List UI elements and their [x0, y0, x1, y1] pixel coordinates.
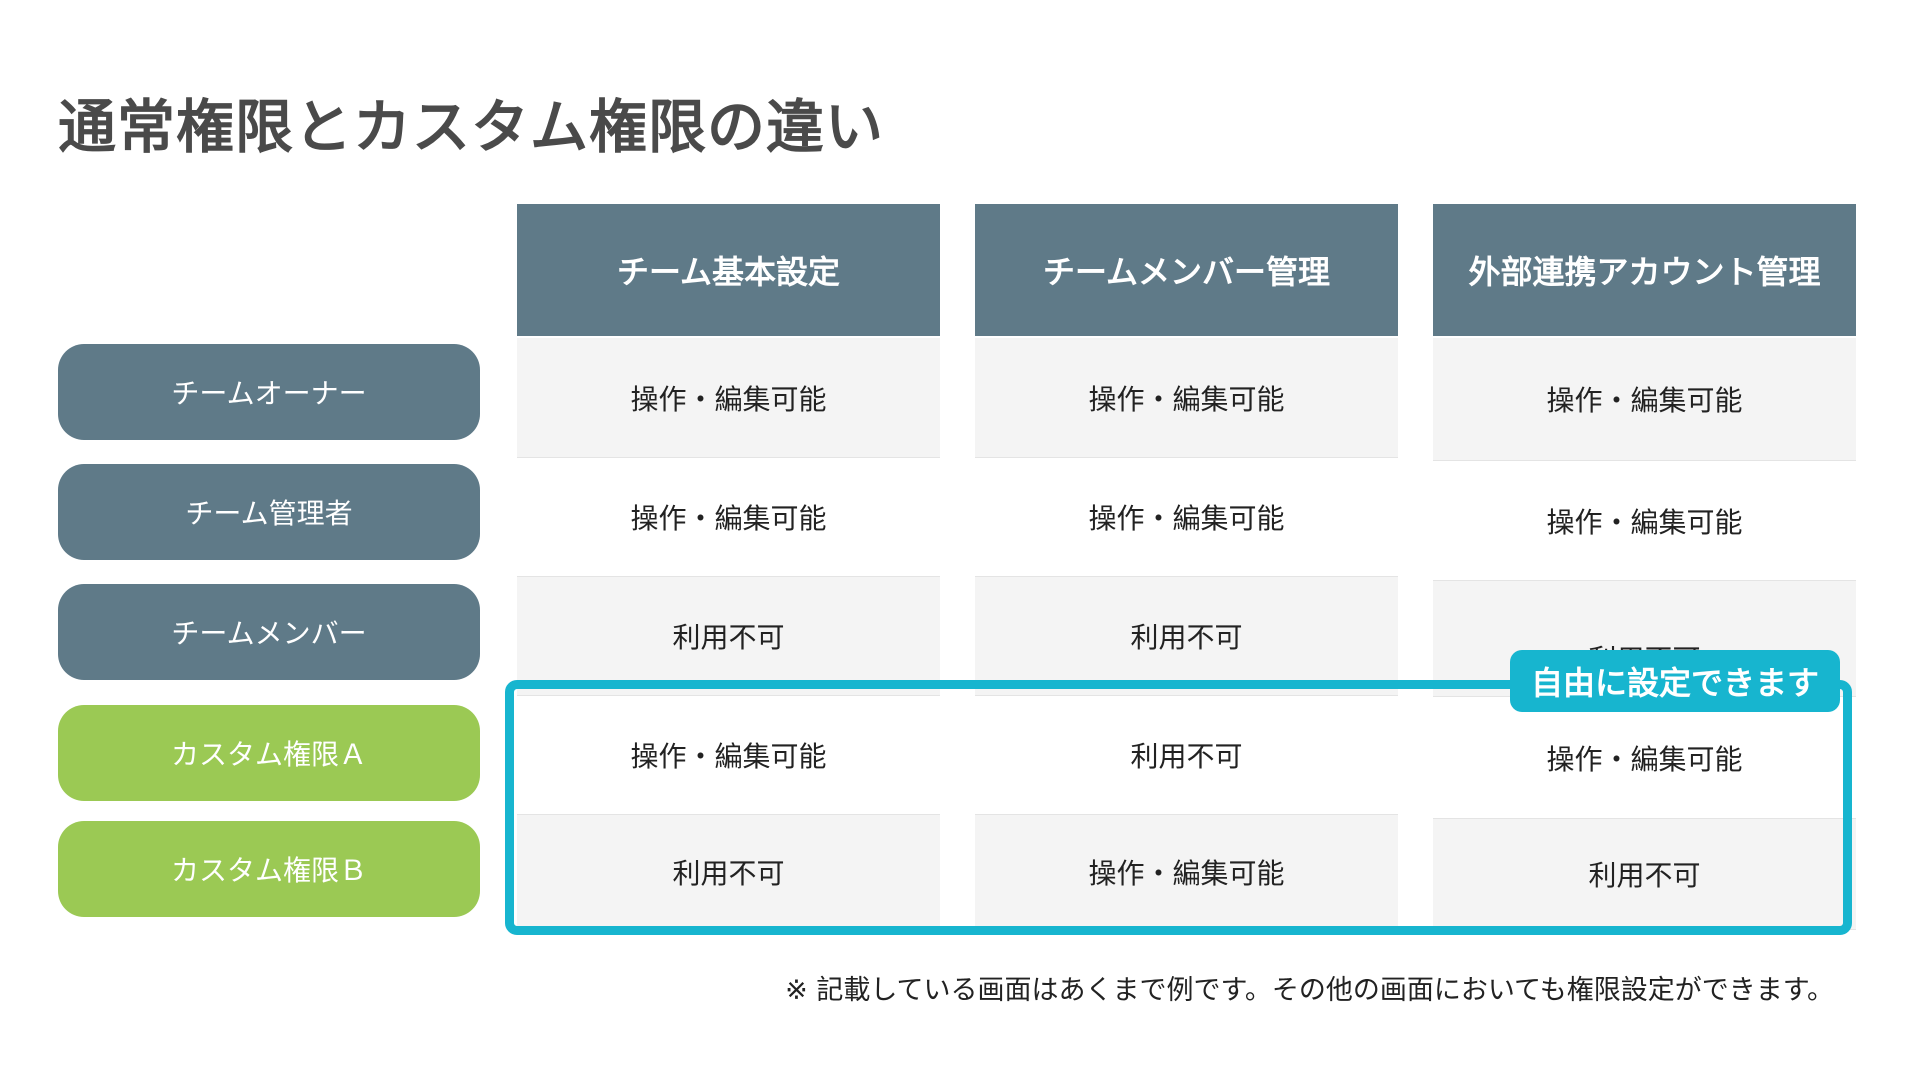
column-header-external-account-management: 外部連携アカウント管理 — [1433, 204, 1856, 336]
role-custom-a: カスタム権限Ａ — [58, 705, 480, 801]
table-cell: 操作・編集可能 — [517, 458, 940, 577]
role-team-member: チームメンバー — [58, 584, 480, 680]
table-cell: 操作・編集可能 — [1433, 338, 1856, 461]
table-cell: 利用不可 — [1433, 819, 1856, 930]
table-cell: 利用不可 — [517, 815, 940, 930]
table-cell: 操作・編集可能 — [975, 815, 1398, 930]
role-team-admin: チーム管理者 — [58, 464, 480, 560]
column-header-team-member-management: チームメンバー管理 — [975, 204, 1398, 336]
role-custom-b: カスタム権限Ｂ — [58, 821, 480, 917]
table-cell: 利用不可 — [975, 696, 1398, 815]
role-team-owner: チームオーナー — [58, 344, 480, 440]
table-cell: 操作・編集可能 — [517, 338, 940, 458]
table-cell: 操作・編集可能 — [975, 338, 1398, 458]
highlight-badge: 自由に設定できます — [1510, 650, 1840, 712]
table-cell: 利用不可 — [975, 577, 1398, 696]
table-cell: 操作・編集可能 — [975, 458, 1398, 577]
table-cell: 操作・編集可能 — [1433, 461, 1856, 581]
table-cell: 操作・編集可能 — [1433, 697, 1856, 819]
table-cell: 利用不可 — [517, 577, 940, 696]
footnote: ※ 記載している画面はあくまで例です。その他の画面においても権限設定ができます。 — [785, 975, 1834, 1006]
table-cell: 操作・編集可能 — [517, 696, 940, 815]
column-header-team-basic-settings: チーム基本設定 — [517, 204, 940, 336]
page-title: 通常権限とカスタム権限の違い — [58, 93, 885, 161]
